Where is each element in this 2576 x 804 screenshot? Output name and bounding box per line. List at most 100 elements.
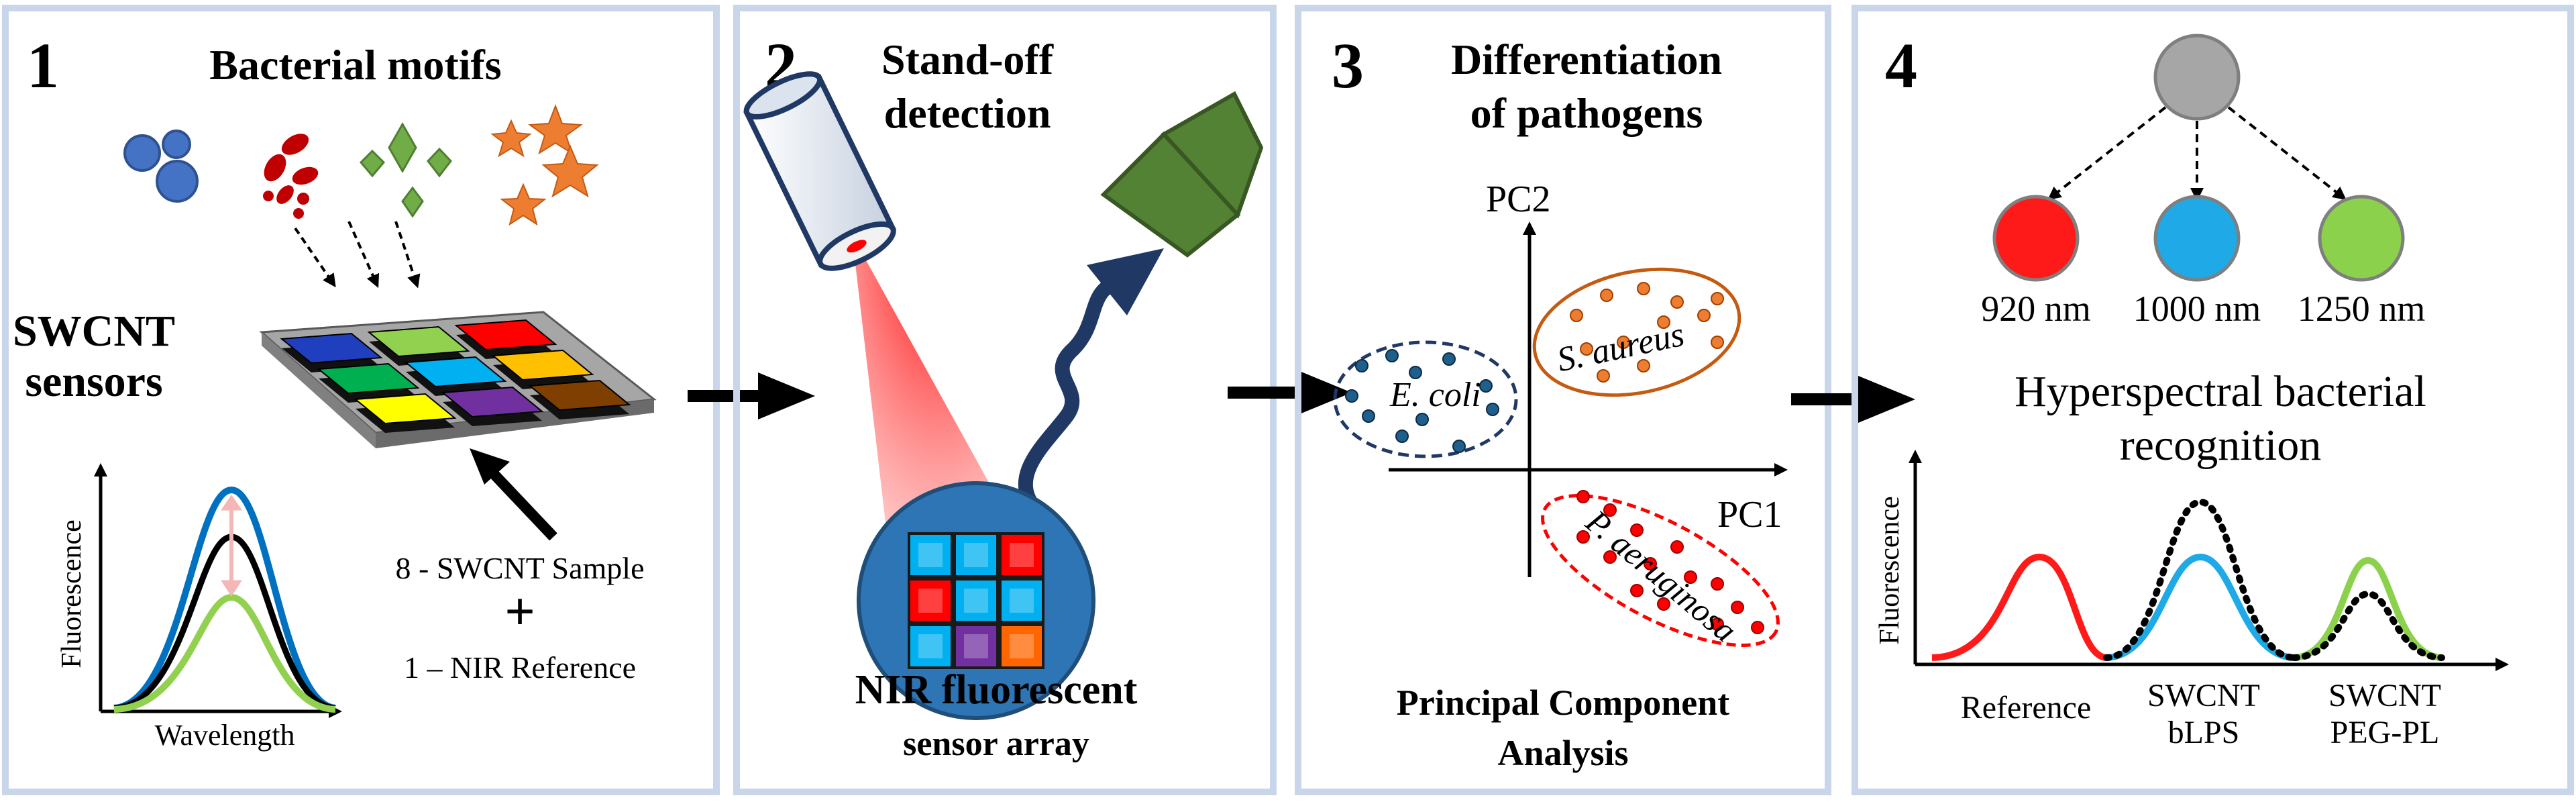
array-square [953,578,999,623]
array-square [908,623,953,669]
panel-4-y-axis-label: Fluorescence [1874,496,1905,645]
array-label-line1: NIR fluorescent [855,667,1138,713]
cluster-label-e-coli: E. coli [1389,376,1481,414]
panel-1: 1 Bacterial motifs [2,5,720,795]
cluster-e-coli-points [1345,349,1499,453]
panel-4-title-line1: Hyperspectral bacterial [2015,367,2426,416]
sensor-array-circle [857,481,1095,720]
motif-red-rods [263,134,319,219]
panel-4-title-line2: recognition [2120,421,2322,470]
cluster-s-aureus-points [1570,282,1724,383]
pca-point [1711,336,1724,349]
pca-caption-line1: Principal Component [1397,683,1730,723]
panel-1-y-axis-label: Fluorescence [56,519,87,668]
pca-point [1409,366,1422,379]
sensor-square [404,356,507,388]
pca-point [1452,440,1466,453]
source-circle-gray [2153,34,2241,121]
pca-point [1385,349,1399,362]
array-square-highlight [964,543,988,567]
pointer-arrow [470,448,557,541]
pca-point [1684,570,1697,584]
cluster-s-aureus: S. aureus [1532,267,1741,397]
pca-point [1362,409,1375,423]
pca-point [1711,292,1724,305]
pca-point [1617,336,1630,349]
pca-point [1670,540,1684,554]
intensity-change-arrow [221,495,242,597]
sensor-square [528,379,631,411]
panel-1-spectrum-plot: Fluorescence Wavelength [56,463,342,752]
pca-x-axis-label: PC1 [1717,494,1782,536]
peak-reference-red [1931,553,2108,661]
peak-pegpl-reference-dotted [2291,590,2445,661]
sensor-square [367,325,470,358]
panel-1-x-axis-label: Wavelength [154,719,294,752]
pca-point [1486,403,1499,416]
pca-point [1711,617,1724,631]
swcnt-sensor-plate [259,311,657,448]
pca-point [1597,369,1610,383]
sensor-square [441,386,544,418]
array-square-highlight [964,589,988,613]
swcnt-sensors-label-line2: sensors [25,357,162,406]
array-label-line2: sensor array [903,725,1089,763]
pca-point [1415,413,1429,426]
emission-wave-arrow [1018,248,1164,515]
array-square-highlight [1010,543,1034,567]
motif-blue-cocci [123,130,199,203]
pca-point [1630,523,1644,537]
motif-orange-stars [490,104,599,226]
panel-4-number: 4 [1885,30,1917,101]
peak-blps-reference-dotted [2103,498,2298,661]
pca-point [1570,309,1583,322]
sensor-square [280,332,383,364]
panel-4-frame [1851,5,2574,795]
flow-arrow-2-to-3 [1228,369,1352,416]
panel-1-number: 1 [27,30,59,101]
panel-3-title-line1: Differentiation [1451,36,1722,83]
pca-point [1697,309,1711,322]
array-square-highlight [1010,634,1034,658]
array-square-highlight [918,634,943,658]
sensor-square [317,362,420,395]
panel-3-number: 3 [1332,30,1364,101]
plus-sign: + [504,583,535,642]
wavelength-label-920: 920 nm [1981,289,2091,329]
pca-point [1657,315,1670,329]
cluster-e-coli: E. coli [1333,340,1518,458]
pca-point [1345,389,1358,403]
wavelength-circle-green [2318,195,2405,282]
array-square [908,578,953,623]
motif-green-diamonds [359,121,452,218]
panel-3: 3 Differentiation of pathogens PC2 PC1 E… [1295,5,1831,795]
panel-2-title-line1: Stand-off [881,36,1054,83]
sensor-square [491,349,594,381]
peak-label-reference: Reference [1961,690,2092,725]
pca-y-axis-label: PC2 [1486,179,1551,220]
array-square [999,532,1044,578]
panel-1-title: Bacterial motifs [209,41,501,89]
pca-point [1600,289,1613,302]
array-square-highlight [918,589,943,613]
array-square [908,532,953,578]
laser-source [743,71,897,271]
wavelength-circle-blue [2153,195,2241,282]
flow-arrow-1-to-2 [688,372,815,419]
sensor-square [354,393,457,425]
panel-2-frame [733,5,1277,795]
panel-4: 4 920 nm 1000 nm 1250 nm Hyperspectral b… [1851,5,2574,795]
pca-point [1603,503,1617,517]
wavelength-label-1250: 1250 nm [2298,289,2426,329]
pca-point [1711,577,1724,591]
reference-label: 1 – NIR Reference [404,650,636,685]
pca-point [1576,490,1590,503]
peak-blps-blue [2106,553,2295,661]
swcnt-sensors-label-line1: SWCNT [13,307,175,356]
pca-point [1442,352,1456,366]
array-square-highlight [964,634,988,658]
array-square [999,578,1044,623]
